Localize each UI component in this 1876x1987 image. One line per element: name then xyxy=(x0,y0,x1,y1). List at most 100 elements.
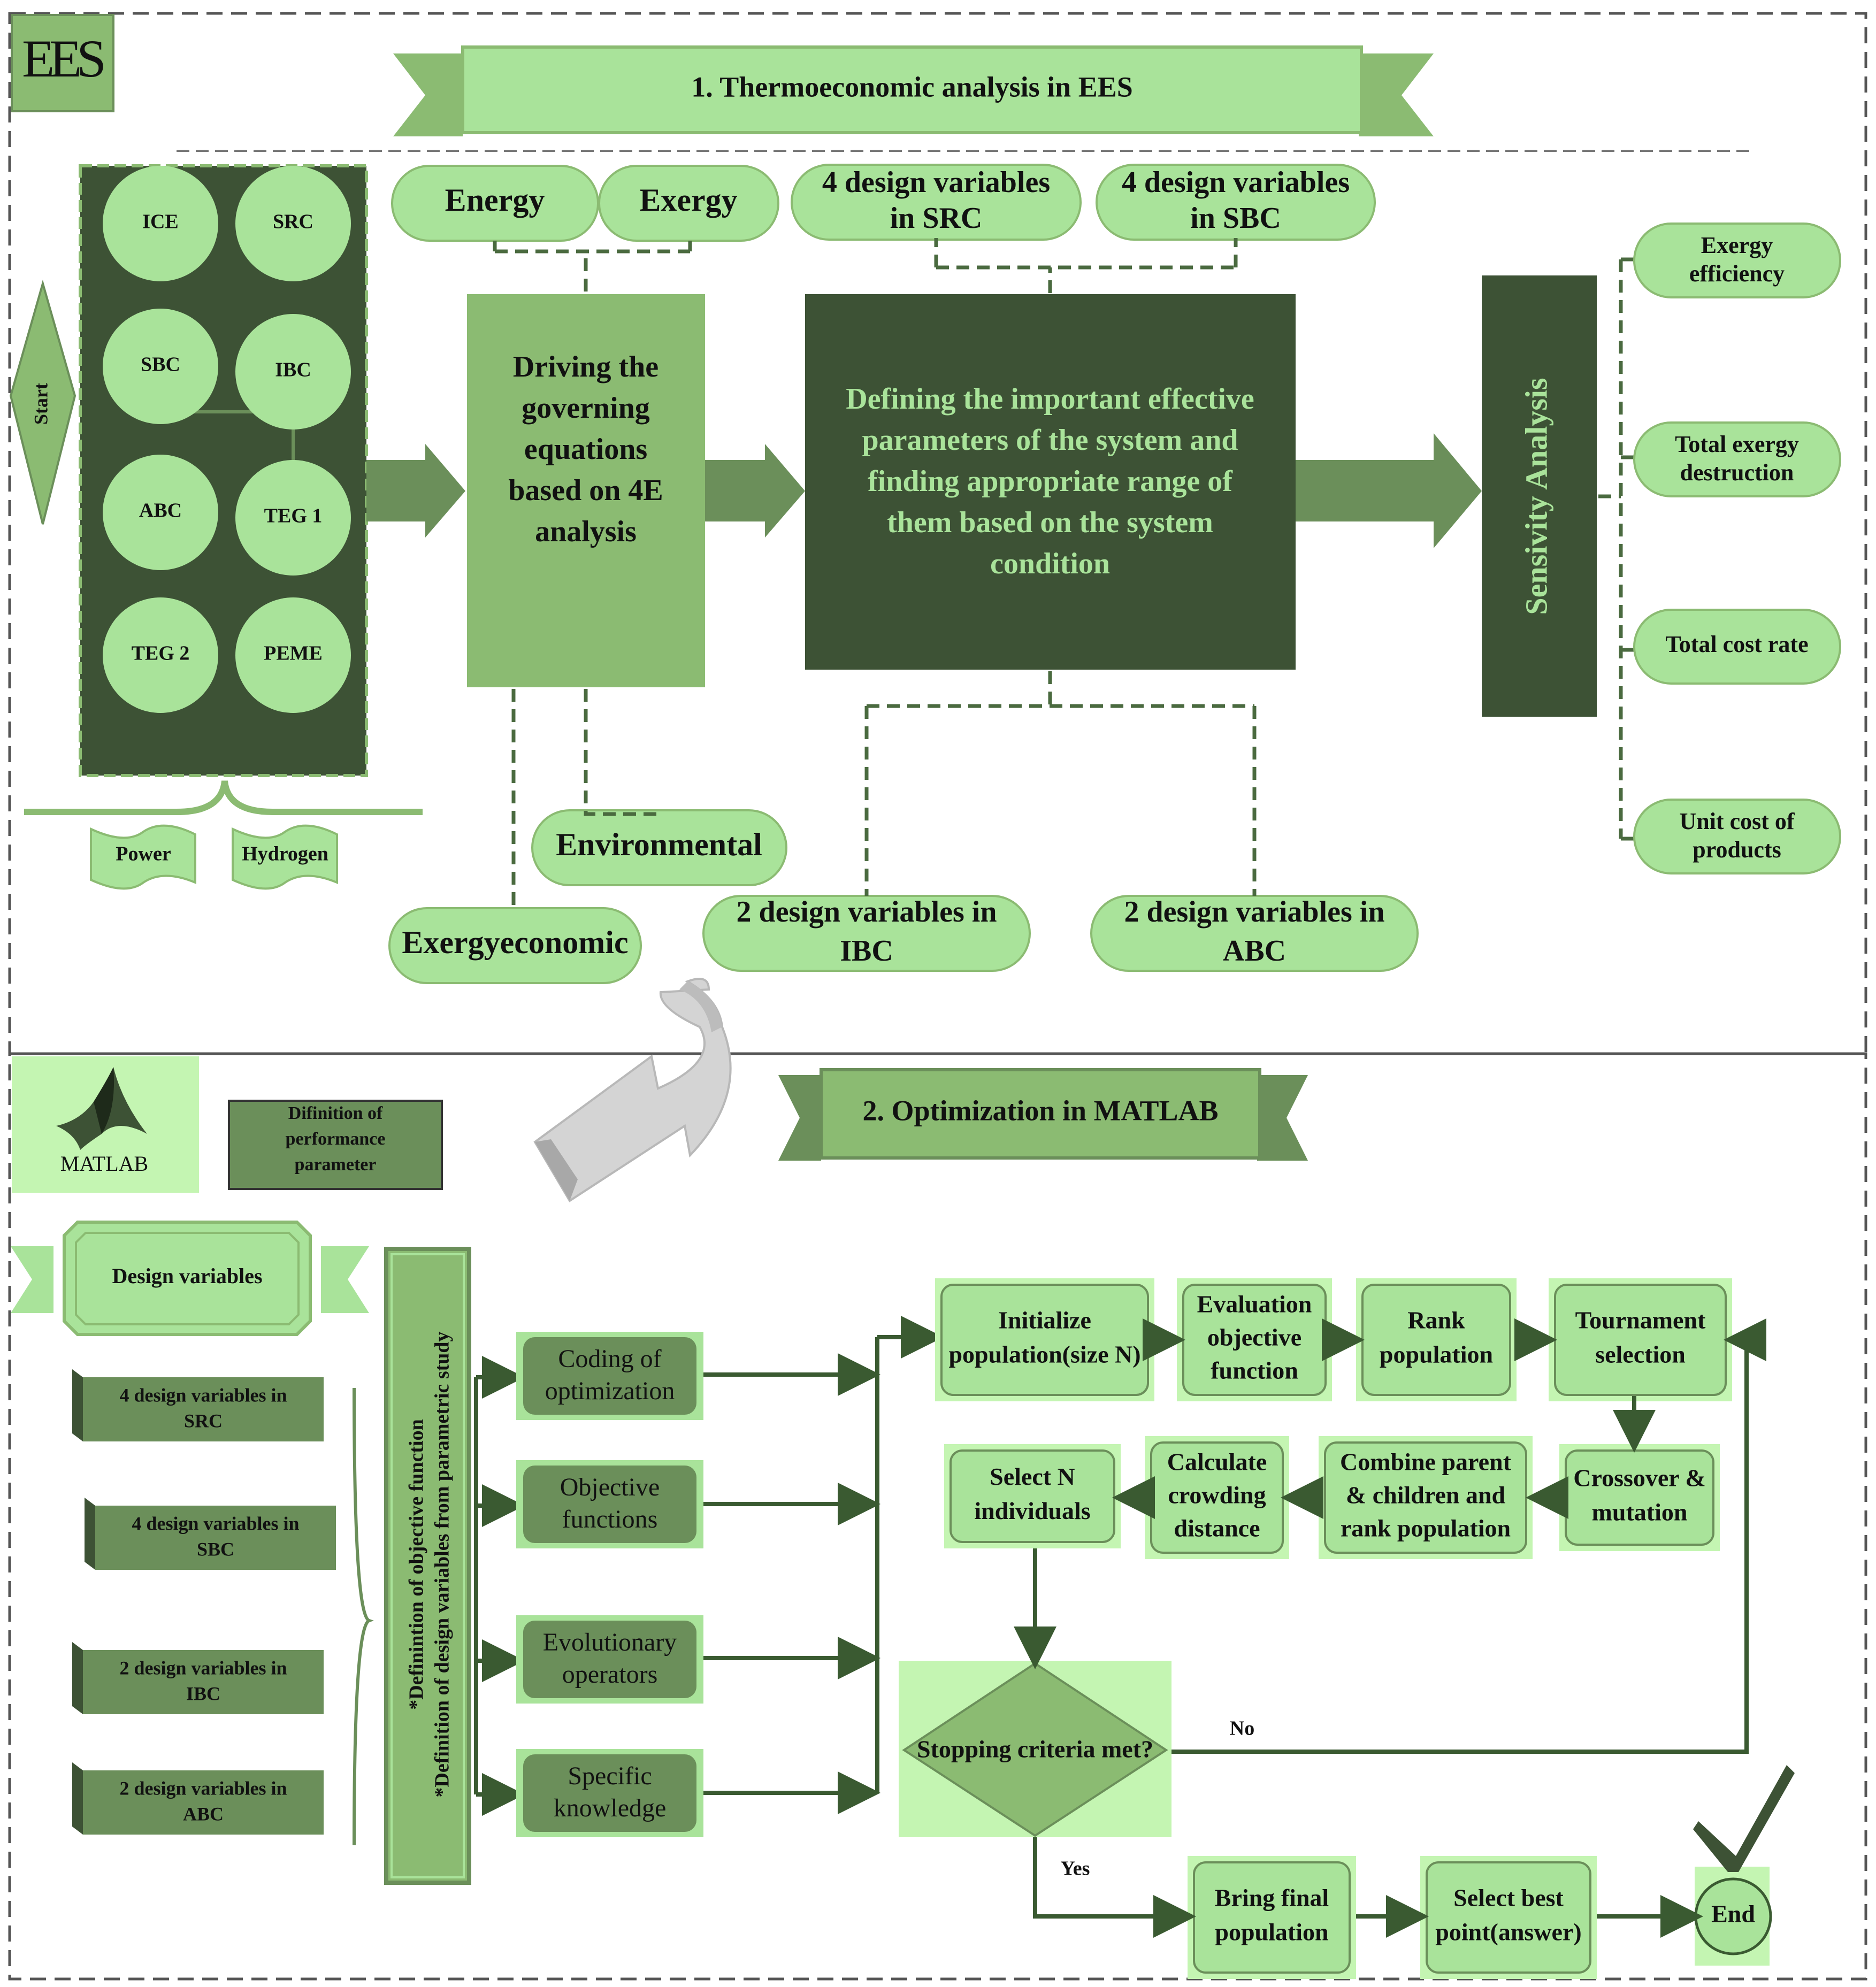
svg-text:Hydrogen: Hydrogen xyxy=(242,843,328,865)
svg-text:analysis: analysis xyxy=(535,515,637,548)
svg-text:*Definition of design variable: *Definition of design variables from par… xyxy=(431,1331,454,1797)
design-variable-item-3: 2 design variables in ABC xyxy=(72,1762,324,1835)
matlab-logo: MATLAB xyxy=(12,1056,199,1193)
flow-end: End xyxy=(1694,1867,1772,1966)
svg-text:population: population xyxy=(1380,1341,1493,1368)
exergy-pill: Exergy xyxy=(598,165,779,242)
svg-text:individuals: individuals xyxy=(974,1497,1090,1524)
svg-text:Bring final: Bring final xyxy=(1215,1884,1329,1912)
section2-border xyxy=(8,1052,1867,1981)
svg-text:4 design variables: 4 design variables xyxy=(822,166,1050,199)
svg-text:IBC: IBC xyxy=(186,1683,220,1704)
svg-text:Defining the important effecti: Defining the important effective xyxy=(846,382,1254,416)
ees-logo: EES xyxy=(11,14,114,112)
svg-text:population(size N): population(size N) xyxy=(948,1341,1140,1368)
svg-text:Specific: Specific xyxy=(568,1762,652,1790)
svg-text:Initialize: Initialize xyxy=(998,1307,1091,1334)
svg-text:Unit cost of: Unit cost of xyxy=(1679,808,1795,834)
svg-text:ABC: ABC xyxy=(183,1803,224,1824)
svg-text:SRC: SRC xyxy=(184,1410,223,1431)
sensitivity-analysis-bar: Sensivity Analysis xyxy=(1482,275,1597,717)
section2-title: 2. Optimization in MATLAB xyxy=(862,1094,1218,1126)
svg-text:4 design variables: 4 design variables xyxy=(1122,166,1350,199)
component-sbc: SBC xyxy=(103,309,218,424)
svg-text:in SRC: in SRC xyxy=(890,202,983,235)
svg-text:Select best: Select best xyxy=(1453,1884,1564,1912)
svg-text:equations: equations xyxy=(524,433,647,466)
svg-text:function: function xyxy=(1211,1357,1298,1384)
section1-title: 1. Thermoeconomic analysis in EES xyxy=(691,71,1133,103)
section1-border xyxy=(8,12,1867,1055)
component-peme: PEME xyxy=(235,597,351,713)
svg-text:Design variables: Design variables xyxy=(112,1264,262,1288)
flow-init: Initialize population(size N) xyxy=(935,1278,1154,1401)
svg-text:ICE: ICE xyxy=(142,211,179,233)
svg-text:ABC: ABC xyxy=(139,500,182,522)
component-src: SRC xyxy=(235,166,351,281)
svg-text:selection: selection xyxy=(1595,1341,1686,1368)
check-icon xyxy=(1693,1765,1795,1872)
svg-text:Evolutionary: Evolutionary xyxy=(543,1628,677,1656)
transition-arrow xyxy=(533,978,732,1202)
svg-text:IBC: IBC xyxy=(840,934,893,968)
components-brace xyxy=(24,780,423,815)
arrow-to-sensitivity xyxy=(1296,433,1482,548)
svg-text:objective: objective xyxy=(1207,1324,1301,1351)
svg-text:finding appropriate range of: finding appropriate range of xyxy=(868,465,1233,498)
defining-parameters-box: Defining the important effectiveparamete… xyxy=(805,294,1296,670)
definition-vertical-bar: *Definintion of objective function *Defi… xyxy=(384,1247,471,1885)
svg-text:2 design variables in: 2 design variables in xyxy=(119,1777,287,1799)
svg-text:4 design variables in: 4 design variables in xyxy=(119,1384,287,1406)
svg-text:2 design variables in: 2 design variables in xyxy=(1124,895,1385,929)
svg-text:Start: Start xyxy=(30,383,51,425)
design-variables-banner: Design variables xyxy=(11,1221,369,1336)
ga-input-1: Objective functions xyxy=(516,1460,703,1548)
component-ibc: IBC xyxy=(235,314,351,429)
svg-text:Evaluation: Evaluation xyxy=(1197,1291,1312,1318)
svg-text:efficiency: efficiency xyxy=(1689,260,1785,287)
flow-eval: Evaluation objective function xyxy=(1177,1278,1332,1401)
component-teg-2: TEG 2 xyxy=(103,597,218,713)
svg-text:functions: functions xyxy=(562,1505,658,1533)
energy-pill: Energy xyxy=(391,165,599,242)
svg-text:population: population xyxy=(1215,1919,1328,1946)
svg-text:Objective: Objective xyxy=(560,1473,660,1501)
svg-text:Driving the: Driving the xyxy=(513,350,658,383)
exergyeconomic-pill: Exergyeconomic xyxy=(388,907,642,984)
output-power: Power xyxy=(90,824,196,890)
svg-text:point(answer): point(answer) xyxy=(1435,1919,1581,1946)
component-teg-1: TEG 1 xyxy=(235,460,351,576)
svg-text:TEG 1: TEG 1 xyxy=(264,505,323,527)
svg-text:Crossover &: Crossover & xyxy=(1573,1464,1705,1492)
svg-text:Exergy: Exergy xyxy=(639,182,737,218)
start-diamond: Start xyxy=(9,279,76,525)
svg-text:PEME: PEME xyxy=(264,642,323,665)
svg-text:TEG 2: TEG 2 xyxy=(132,642,190,665)
svg-text:Stopping criteria met?: Stopping criteria met? xyxy=(917,1736,1153,1763)
svg-text:Exergyeconomic: Exergyeconomic xyxy=(402,925,628,960)
svg-text:Environmental: Environmental xyxy=(556,827,762,862)
svg-text:distance: distance xyxy=(1174,1515,1260,1542)
svg-text:Total exergy: Total exergy xyxy=(1675,431,1799,457)
svg-text:Combine parent: Combine parent xyxy=(1340,1448,1512,1476)
svg-text:parameter: parameter xyxy=(295,1155,377,1175)
component-abc: ABC xyxy=(103,455,218,570)
flow-final: Bring final population xyxy=(1188,1856,1356,1979)
svg-text:SBC: SBC xyxy=(197,1538,234,1560)
svg-text:condition: condition xyxy=(990,547,1110,580)
svg-text:optimization: optimization xyxy=(545,1377,675,1405)
svg-text:*Definintion of objective func: *Definintion of objective function xyxy=(405,1419,428,1710)
svg-text:in SBC: in SBC xyxy=(1190,202,1281,235)
svg-text:Calculate: Calculate xyxy=(1167,1448,1267,1476)
